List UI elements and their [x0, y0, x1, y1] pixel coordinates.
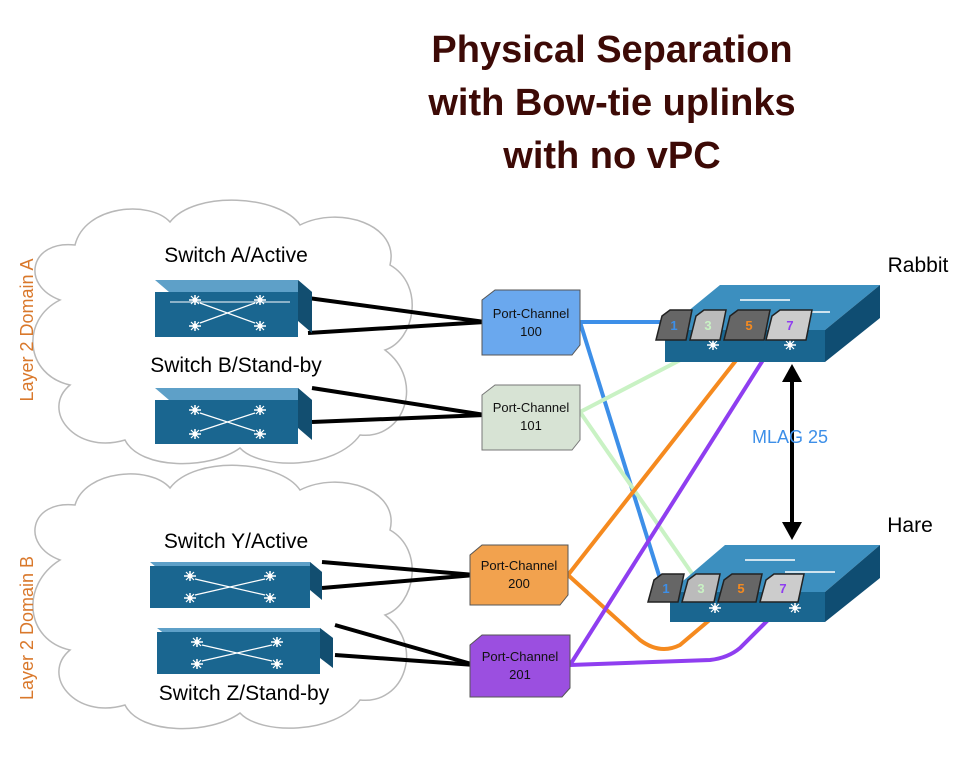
rabbit-label: Rabbit [888, 254, 949, 277]
pc101-line2: 101 [520, 418, 542, 433]
switch-b-label: Switch B/Stand-by [150, 354, 322, 377]
port-channel-101: Port-Channel 101 [481, 384, 581, 451]
pc100-shape [481, 289, 581, 356]
hare-port-5: 5 [737, 581, 744, 596]
link-pc101-hare [578, 410, 702, 587]
switch-z-label: Switch Z/Stand-by [159, 682, 330, 705]
rabbit-port-7: 7 [786, 318, 793, 333]
hare-ports: 1 3 5 7 [647, 573, 805, 603]
mlag-arrow-up-icon [782, 364, 802, 382]
core-uplinks [566, 320, 792, 667]
rabbit-port-3: 3 [704, 318, 711, 333]
pc201-shape [469, 634, 571, 698]
mlag-arrow-down-icon [782, 522, 802, 540]
title-line-3: with no vPC [502, 135, 720, 177]
pc201-line1: Port-Channel [482, 649, 559, 664]
switch-y-label: Switch Y/Active [164, 530, 308, 553]
port-channel-100: Port-Channel 100 [481, 289, 581, 356]
mlag-link [782, 364, 802, 540]
pc101-shape [481, 384, 581, 451]
access-links [307, 296, 486, 667]
domain-a-label: Layer 2 Domain A [17, 258, 37, 401]
hare-port-3: 3 [697, 581, 704, 596]
link-pc200-hare [566, 573, 747, 651]
diagram-title: Physical Separation with Bow-tie uplinks… [427, 29, 795, 177]
link-a-pc100-1 [307, 296, 486, 324]
pc200-line2: 200 [508, 576, 530, 591]
switch-y-icon [150, 562, 322, 608]
hare-label: Hare [887, 514, 933, 537]
pc101-line1: Port-Channel [493, 400, 570, 415]
mlag-label: MLAG 25 [752, 427, 828, 447]
title-line-1: Physical Separation [431, 29, 792, 71]
link-y-pc200-2 [321, 573, 476, 590]
hare-port-7: 7 [779, 581, 786, 596]
rabbit-port-1: 1 [670, 318, 677, 333]
pc200-line1: Port-Channel [481, 558, 558, 573]
link-a-pc100-2 [307, 320, 486, 335]
link-b-pc101-1 [311, 386, 486, 417]
pc100-line2: 100 [520, 324, 542, 339]
link-pc200-rabbit [566, 338, 754, 577]
link-y-pc200-1 [321, 560, 476, 577]
pc201-line2: 201 [509, 667, 531, 682]
link-z-pc201-1 [334, 623, 476, 667]
hare-port-1: 1 [662, 581, 669, 596]
pc100-line1: Port-Channel [493, 306, 570, 321]
pc200-shape [469, 544, 569, 606]
port-channel-201: Port-Channel 201 [469, 634, 571, 698]
link-pc201-hare [569, 596, 792, 667]
rabbit-port-5: 5 [745, 318, 752, 333]
rabbit-ports: 1 3 5 7 [655, 309, 813, 341]
link-z-pc201-2 [334, 653, 476, 667]
switch-a-icon [155, 280, 312, 337]
link-b-pc101-2 [311, 413, 486, 424]
switch-z-icon [157, 628, 333, 674]
switch-b-icon [155, 388, 312, 444]
port-channel-200: Port-Channel 200 [469, 544, 569, 606]
title-line-2: with Bow-tie uplinks [427, 82, 795, 124]
switch-a-label: Switch A/Active [164, 244, 308, 267]
domain-b-label: Layer 2 Domain B [17, 556, 37, 700]
link-pc201-rabbit [568, 328, 784, 667]
